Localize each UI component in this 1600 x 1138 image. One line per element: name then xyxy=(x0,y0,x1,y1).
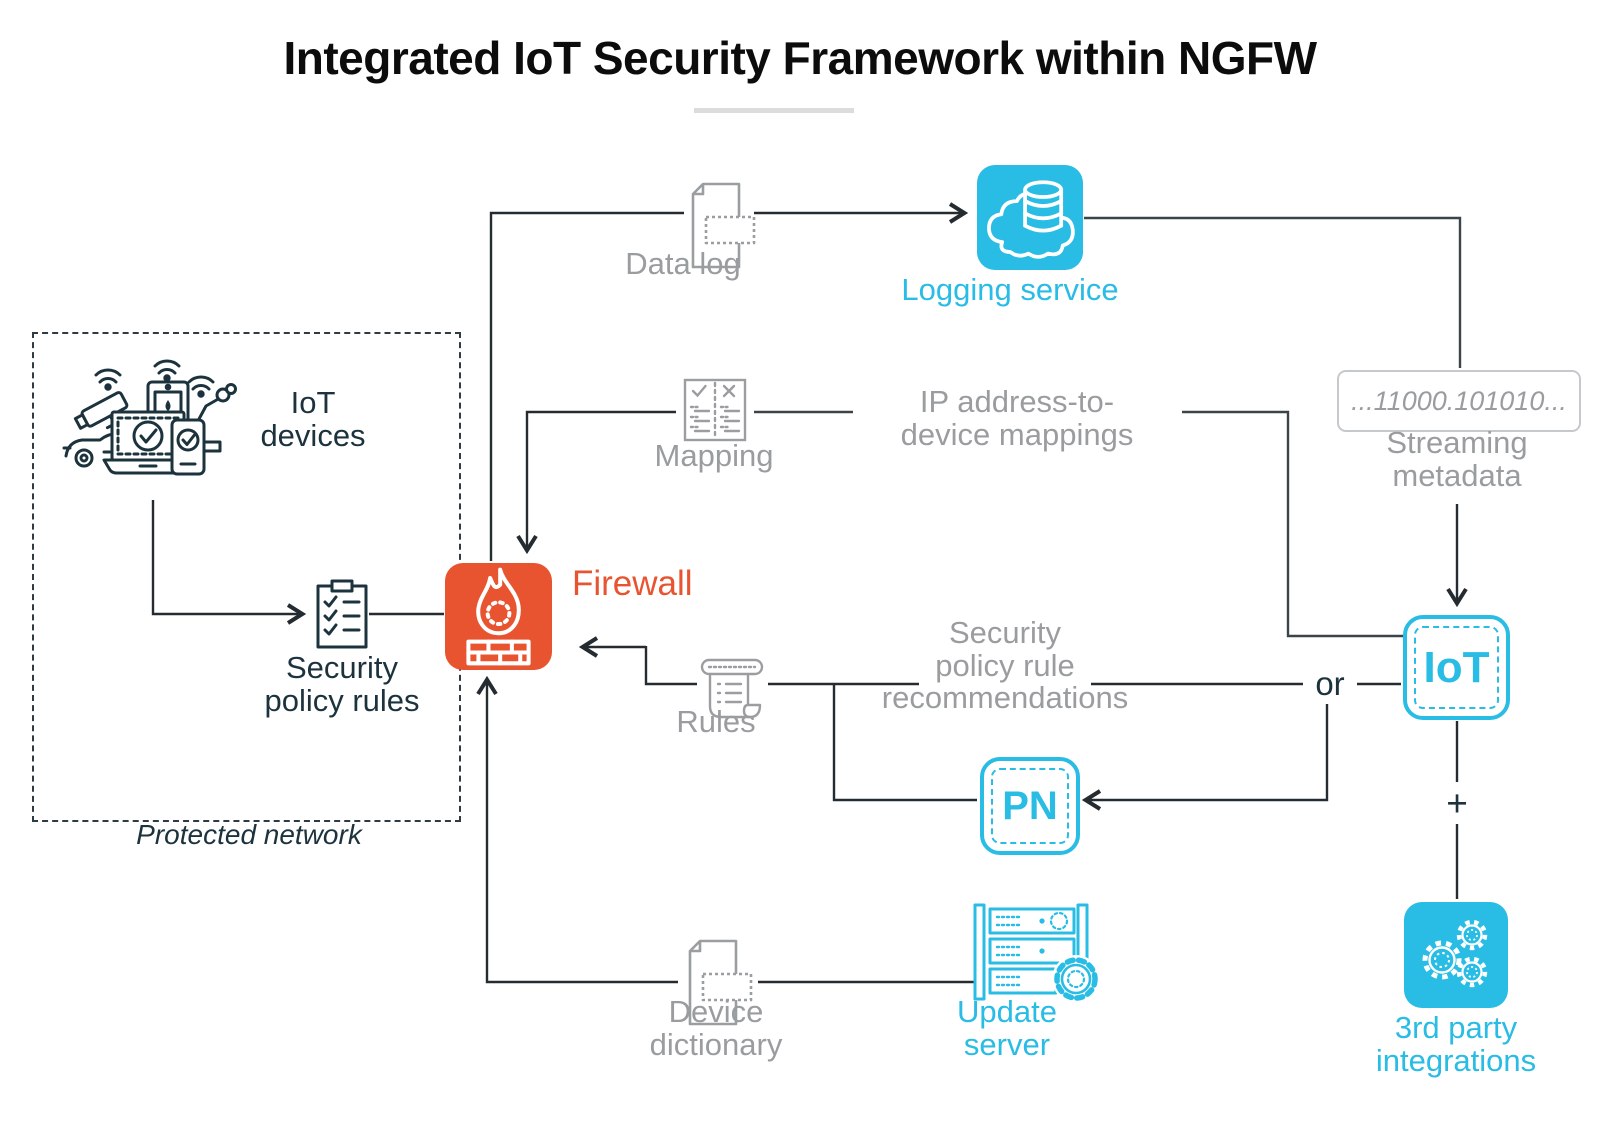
rules-scroll-icon xyxy=(698,657,768,721)
iot-inner-dash xyxy=(1414,626,1499,709)
streaming-metadata-value: ...11000.101010... xyxy=(1351,385,1567,416)
device-dictionary-document-icon xyxy=(683,938,757,1028)
update-server-label: Update server xyxy=(957,994,1057,1063)
cloud-database-icon xyxy=(987,180,1075,259)
pn-inner-dash xyxy=(991,768,1069,844)
device-dictionary-label: Device dictionary xyxy=(649,994,783,1063)
mapping-label: Mapping xyxy=(654,438,774,473)
clipboard-checklist-icon xyxy=(315,578,369,650)
logging-service-label: Logging service xyxy=(901,272,1119,307)
iot-service-label: IoT xyxy=(1423,642,1490,692)
firewall-node xyxy=(445,563,552,670)
streaming-metadata-label: Streaming metadata xyxy=(1386,425,1528,494)
update-server-icon xyxy=(972,899,1104,1005)
pn-label: PN xyxy=(1002,783,1058,828)
ip-mappings-label: IP address-to- device mappings xyxy=(900,384,1134,453)
pn-node: PN xyxy=(980,757,1080,855)
plus-label: + xyxy=(1446,783,1468,824)
iot-devices-icon xyxy=(60,356,242,496)
data-log-label: Data log xyxy=(625,246,741,281)
protected-network-label: Protected network xyxy=(136,819,362,850)
gears-icon xyxy=(1422,919,1488,988)
logging-service-node xyxy=(977,165,1083,270)
third-party-node xyxy=(1404,902,1508,1008)
page-title: Integrated IoT Security Framework within… xyxy=(283,32,1317,84)
data-log-document-icon xyxy=(686,181,760,271)
rules-label: Rules xyxy=(676,704,756,739)
firewall-label: Firewall xyxy=(572,564,693,603)
title-underline xyxy=(694,108,854,113)
or-label: or xyxy=(1315,665,1345,702)
mapping-checklist-icon xyxy=(682,377,748,443)
flame-firewall-icon xyxy=(466,567,531,666)
security-policy-rules-label: Security policy rules xyxy=(264,650,420,719)
recommendations-label: Security policy rule recommendations xyxy=(881,615,1129,716)
streaming-metadata-box: ...11000.101010... xyxy=(1337,370,1581,432)
iot-service-node: IoT xyxy=(1403,615,1510,720)
iot-devices-label: IoT devices xyxy=(260,385,366,454)
third-party-label: 3rd party integrations xyxy=(1375,1010,1537,1079)
